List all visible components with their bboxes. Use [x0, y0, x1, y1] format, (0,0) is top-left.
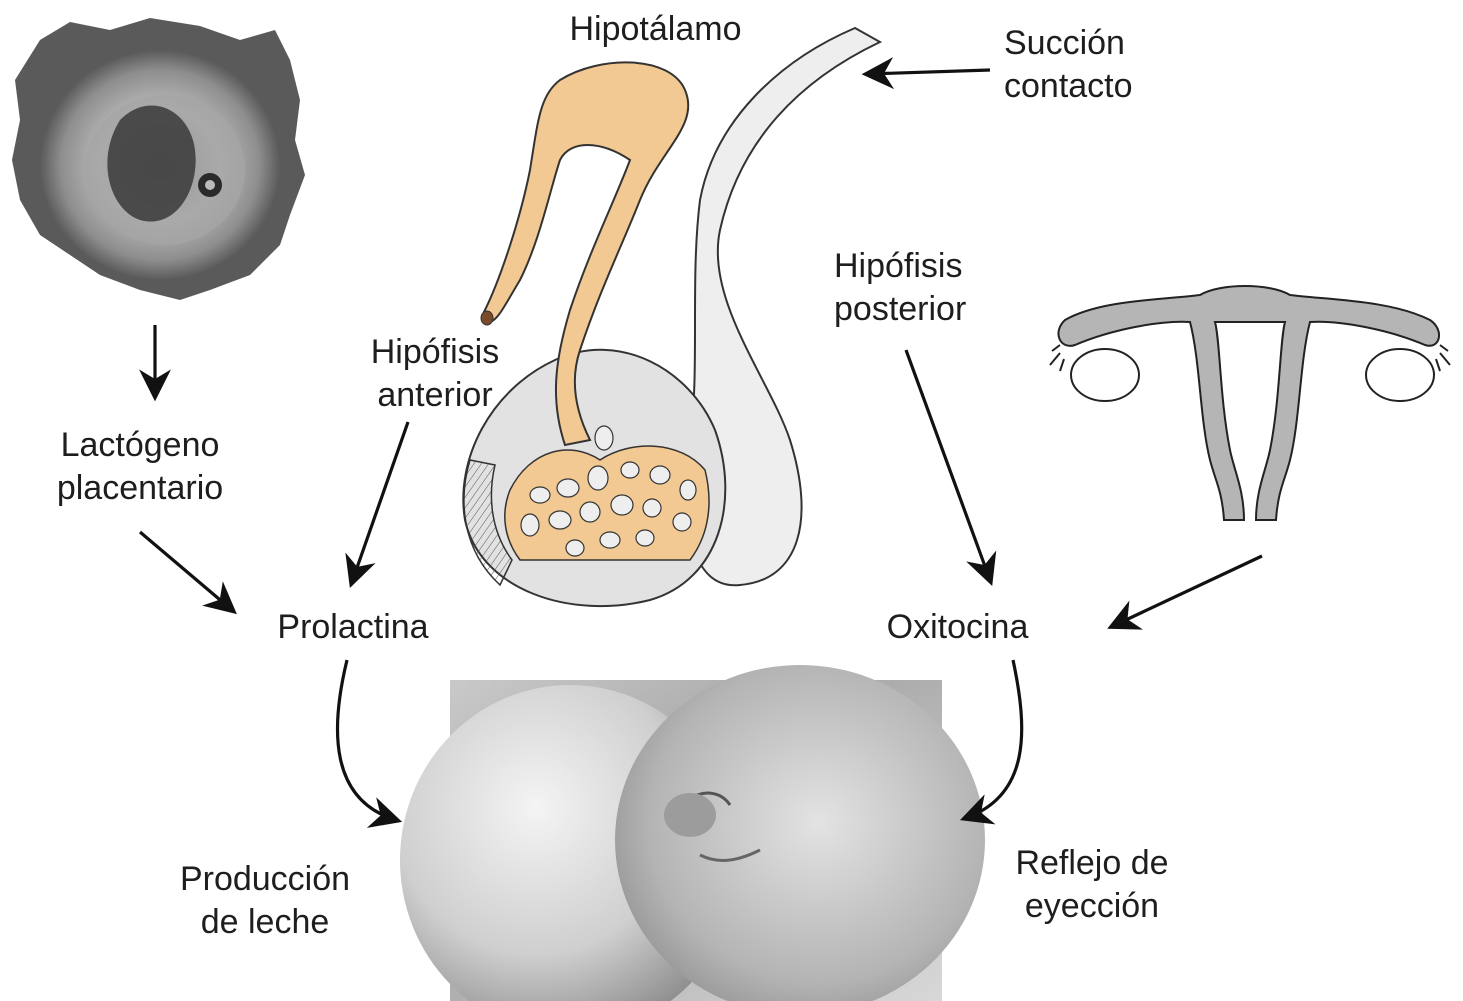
uterus-illustration: [1050, 286, 1450, 520]
label-hipofisis-anterior: Hipófisis anterior: [355, 331, 515, 417]
label-prolactina: Prolactina: [268, 606, 438, 649]
arrow-prolactin-to-milk: [337, 660, 396, 820]
label-produccion-de-leche: Producción de leche: [165, 858, 365, 944]
arrow-suction-to-pituitary: [868, 70, 990, 74]
arrow-anterior-to-prolactin: [352, 422, 408, 582]
breastfeeding-photo: [400, 665, 985, 1001]
label-reflejo-de-eyeccion: Reflejo de eyección: [1002, 842, 1182, 928]
label-hipotalamo: Hipotálamo: [548, 8, 763, 51]
pituitary-illustration: [463, 28, 880, 606]
label-oxitocina: Oxitocina: [875, 606, 1040, 649]
arrow-lactogen-to-prolactin: [140, 532, 232, 610]
arrow-uterus-to-oxytocin: [1113, 556, 1262, 626]
arrow-posterior-to-oxytocin: [906, 350, 990, 580]
label-hipofisis-posterior: Hipófisis posterior: [834, 245, 966, 331]
placenta-illustration: [12, 18, 305, 300]
label-lactogeno-placentario: Lactógeno placentario: [35, 424, 245, 510]
label-succion-contacto: Succión contacto: [1004, 22, 1133, 108]
